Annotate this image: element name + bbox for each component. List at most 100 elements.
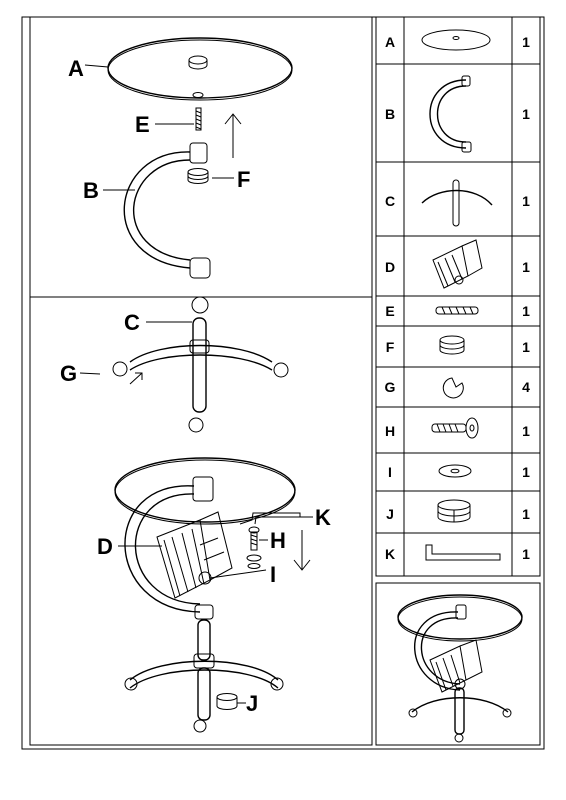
part-letter: K (385, 546, 395, 562)
part-glass-top-icon (421, 29, 491, 51)
row-g: G 4 (385, 377, 530, 399)
callout-g: G (60, 361, 77, 386)
connector-nut (187, 168, 209, 176)
top-hole (192, 92, 204, 98)
part-rack-bars-icon (437, 254, 463, 287)
finished-rack-bolt (454, 678, 466, 690)
bolt-threads (250, 534, 258, 546)
callout-k: K (315, 505, 331, 530)
assembled-arm-lower (129, 669, 279, 689)
glide-arrow (129, 372, 143, 385)
assembled-post-foot (193, 719, 207, 733)
assembled-c-frame-inner (134, 493, 201, 605)
glide-right (273, 362, 289, 378)
row-c: C 1 (385, 179, 530, 227)
finished-glass-edge (397, 596, 523, 642)
glide-left (112, 361, 128, 377)
part-rack-side-icon (461, 239, 483, 277)
frame-bottom-cap (189, 257, 211, 279)
callout-d: D (97, 534, 113, 559)
row-f: F 1 (386, 335, 530, 355)
part-letter: C (385, 193, 395, 209)
row-h: H 1 (385, 417, 530, 439)
part-qty: 1 (522, 259, 530, 275)
base-arm-upper (129, 344, 273, 363)
arrow-down-head (293, 559, 311, 571)
assembled-sleeve (192, 476, 214, 502)
part-letter: A (385, 34, 395, 50)
magazine-rack-rails (199, 537, 225, 561)
finished-glass-top (397, 594, 523, 640)
part-letter: J (386, 506, 394, 522)
glass-top-edge (107, 39, 293, 101)
assembled-post-lower (197, 667, 211, 721)
part-c-frame-icon (429, 79, 467, 149)
part-qty: 1 (522, 106, 530, 122)
finished-rack-side (459, 639, 483, 681)
part-letter: D (385, 259, 395, 275)
part-letter: G (385, 379, 396, 395)
part-letter: B (385, 106, 395, 122)
row-b: B 1 (385, 75, 530, 153)
callout-h: H (270, 528, 286, 553)
washer (246, 554, 262, 562)
finished-rack (429, 645, 467, 693)
part-c-frame-cap-top (461, 75, 471, 87)
step-2-diagram: C G (60, 296, 289, 433)
part-letter: I (388, 464, 392, 480)
assembled-arm-upper (129, 660, 279, 681)
magazine-rack-side (199, 511, 233, 581)
rod-threads (195, 110, 202, 130)
finished-c-frame (413, 611, 461, 691)
row-a: A 1 (385, 29, 530, 51)
step-3-diagram: K D H I J (97, 457, 331, 733)
row-k: K 1 (385, 544, 530, 562)
callout-b: B (83, 178, 99, 203)
part-qty: 1 (522, 464, 530, 480)
finished-post (454, 687, 465, 735)
part-letter: E (385, 303, 394, 319)
part-rack-bolt-icon (454, 275, 464, 285)
base-hub (189, 339, 210, 354)
finished-glide-right (502, 708, 512, 718)
base-nut-side (216, 697, 238, 710)
part-qty: 1 (522, 339, 530, 355)
part-washer-hole-icon (450, 468, 460, 474)
top-plug-side (188, 60, 208, 70)
row-dividers (376, 63, 540, 534)
leader-a (84, 64, 109, 68)
base-post (192, 317, 207, 413)
post-top-cap (191, 296, 209, 314)
assembled-glide-right (270, 677, 284, 691)
part-letter: H (385, 423, 395, 439)
assembled-glass-top (114, 457, 296, 523)
callout-e: E (135, 112, 150, 137)
c-frame-inner (133, 159, 191, 261)
callout-i: I (270, 562, 276, 587)
connector-nut-side (187, 172, 209, 184)
part-qty: 1 (522, 193, 530, 209)
callout-f: F (237, 167, 250, 192)
row-d: D 1 (385, 239, 530, 289)
part-qty: 1 (522, 423, 530, 439)
bolt-head (248, 526, 260, 534)
lower-joint (194, 604, 214, 620)
base-arm-lower (129, 354, 273, 371)
magazine-rack (156, 519, 211, 599)
part-c-frame-inner-icon (436, 85, 467, 143)
top-plug (188, 55, 208, 65)
finished-rack-bars (435, 654, 461, 691)
part-qty: 1 (522, 34, 530, 50)
glass-top (107, 37, 293, 99)
part-base-icon (421, 189, 493, 206)
left-panel-frame (29, 16, 373, 746)
c-frame-outer (123, 151, 191, 269)
step-1-diagram: A E F B (68, 37, 293, 279)
part-qty: 4 (522, 379, 530, 395)
part-base-nut-icon (437, 499, 471, 511)
finished-glide-left (408, 708, 418, 718)
part-bolt-thread-icon (436, 423, 459, 433)
finished-panel-frame (375, 582, 541, 746)
row-j: J 1 (386, 499, 530, 523)
